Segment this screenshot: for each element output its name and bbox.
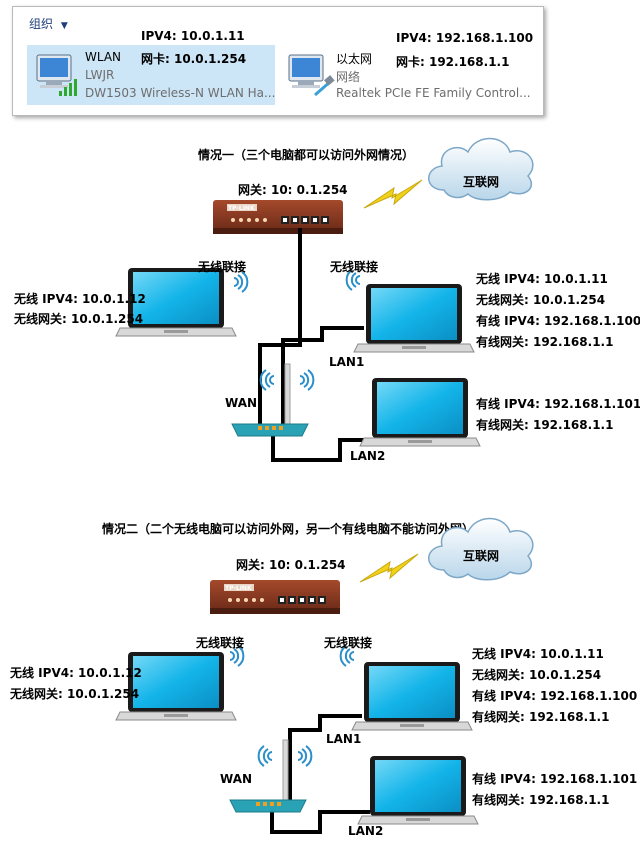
wan-cable <box>258 228 302 430</box>
diagram1-r2-wired-ipv4: 有线 IPV4: 192.168.1.101 <box>476 397 640 411</box>
lan2-cable <box>271 430 372 462</box>
ethernet-ipv4: IPV4: 192.168.1.100 <box>396 31 534 45</box>
diagram2-gateway-label: 网关: 10: 0.1.254 <box>236 558 346 572</box>
diagram2-title: 情况二（二个无线电脑可以访问外网，另一个有线电脑不能访问外网） <box>102 522 475 536</box>
diagram1-left-gateway: 无线网关: 10.0.1.254 <box>14 312 144 326</box>
router-icon <box>213 200 343 234</box>
diagram1-r1-wifi-ipv4: 无线 IPV4: 10.0.1.11 <box>476 272 608 286</box>
diagram1-wireless-link-right: 无线联接 <box>330 260 379 274</box>
diagram2-r1-wired-ipv4: 有线 IPV4: 192.168.1.100 <box>472 689 638 703</box>
router-brand: TP-LINK <box>225 585 252 592</box>
router-icon <box>210 580 340 614</box>
diagram2-r1-wired-gateway: 有线网关: 192.168.1.1 <box>472 710 610 724</box>
diagram1-r1-wired-gateway: 有线网关: 192.168.1.1 <box>476 335 614 349</box>
diagram2-left-ipv4: 无线 IPV4: 10.0.1.12 <box>10 666 142 680</box>
diagram2-internet-label: 互联网 <box>463 549 500 563</box>
diagram2-wireless-link-left: 无线联接 <box>196 636 245 650</box>
access-point-icon <box>231 363 315 437</box>
lan1-cable <box>288 714 362 808</box>
ethernet-name: 以太网 <box>336 52 373 66</box>
diagram1-lan2-label: LAN2 <box>350 449 386 463</box>
laptop-right-top-icon <box>351 661 473 731</box>
diagram1-wireless-link-left: 无线联接 <box>198 260 247 274</box>
diagram1-r1-wifi-gateway: 无线网关: 10.0.1.254 <box>476 293 606 307</box>
router-brand: TP-LINK <box>228 205 255 212</box>
diagram2-lan1-label: LAN1 <box>326 732 362 746</box>
ethernet-adapter: Realtek PCIe FE Family Control... <box>336 86 531 100</box>
diagram1-r2-wired-gateway: 有线网关: 192.168.1.1 <box>476 418 614 432</box>
internet-cloud-icon <box>428 517 534 581</box>
lightning-icon <box>363 179 423 209</box>
internet-cloud-icon <box>428 137 534 201</box>
diagram2-r2-wired-gateway: 有线网关: 192.168.1.1 <box>472 793 610 807</box>
diagram2-r1-wifi-gateway: 无线网关: 10.0.1.254 <box>472 668 602 682</box>
diagram2-left-gateway: 无线网关: 10.0.1.254 <box>10 687 140 701</box>
diagram1-internet-label: 互联网 <box>463 175 500 189</box>
access-point-icon <box>229 739 313 813</box>
diagram2-wan-label: WAN <box>220 772 253 786</box>
wlan-ipv4: IPV4: 10.0.1.11 <box>141 29 245 43</box>
wlan-gateway: 网卡: 10.0.1.254 <box>141 52 247 66</box>
wlan-adapter: DW1503 Wireless-N WLAN Ha... <box>85 86 276 100</box>
diagram1-r1-wired-ipv4: 有线 IPV4: 192.168.1.100 <box>476 314 640 328</box>
ethernet-network-icon <box>288 54 335 97</box>
diagram1-gateway-label: 网关: 10: 0.1.254 <box>238 183 348 197</box>
diagram2-wireless-link-right: 无线联接 <box>324 636 373 650</box>
diagram2-lan2-label: LAN2 <box>348 824 384 838</box>
network-connections-panel: 组织 ▼ IPV4: 10.0.1.11 WLAN 网卡: 10.0.1.254… <box>12 6 544 116</box>
lightning-icon <box>359 553 419 583</box>
lan2-cable <box>270 808 370 834</box>
organize-label: 组织 <box>29 17 54 31</box>
wlan-network: LWJR <box>85 68 115 82</box>
diagram1-left-ipv4: 无线 IPV4: 10.0.1.12 <box>14 292 146 306</box>
lan1-cable <box>281 326 364 428</box>
diagram2-r1-wifi-ipv4: 无线 IPV4: 10.0.1.11 <box>472 647 604 661</box>
wifi-network-icon <box>36 54 77 96</box>
diagram1-lan1-label: LAN1 <box>329 355 365 369</box>
wlan-name: WLAN <box>85 50 122 64</box>
organize-menu[interactable]: 组织 ▼ <box>29 15 68 32</box>
chevron-down-icon: ▼ <box>60 21 68 31</box>
ethernet-network: 网络 <box>336 70 361 84</box>
ethernet-gateway: 网卡: 192.168.1.1 <box>396 55 510 69</box>
diagram1-title: 情况一（三个电脑都可以访问外网情况） <box>198 148 415 162</box>
diagram2-r2-wired-ipv4: 有线 IPV4: 192.168.1.101 <box>472 772 638 786</box>
diagram1-wan-label: WAN <box>225 396 258 410</box>
